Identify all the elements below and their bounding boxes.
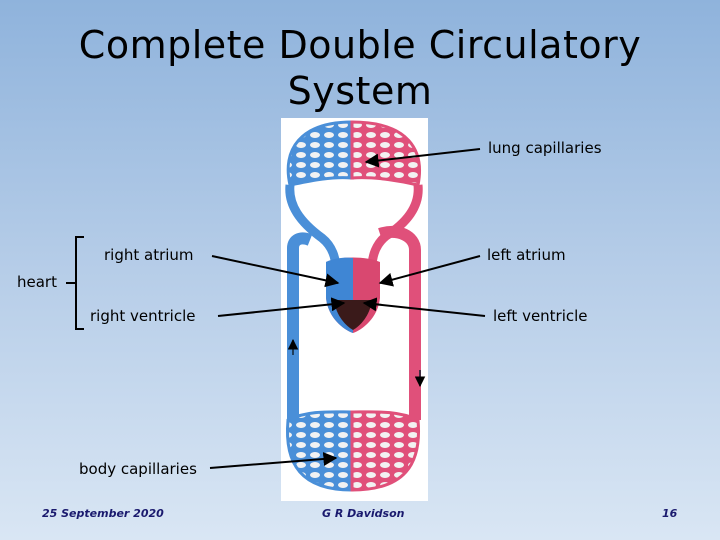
left-atrium-pointer [378,255,481,287]
label-right-atrium: right atrium [104,246,194,264]
label-left-atrium: left atrium [487,246,566,264]
label-lung-capillaries: lung capillaries [488,139,602,157]
footer-author: G R Davidson [322,507,405,520]
aorta [378,226,421,420]
body-capillaries-oxygenated [350,410,421,492]
left-ventricle-pointer [362,297,486,317]
vena-cava [287,232,313,420]
slide-title: Complete Double Circulatory System [60,22,660,114]
lung-capillaries-pointer [364,148,481,168]
lung-capillaries-oxygenated [350,120,421,187]
body-capillaries-pointer [209,452,338,469]
label-right-ventricle: right ventricle [90,307,196,325]
heart-bracket [75,236,84,330]
title-line-2: System [287,69,433,113]
title-line-1: Complete Double Circulatory [78,23,642,67]
label-left-ventricle: left ventricle [493,307,588,325]
footer-date: 25 September 2020 [42,507,164,520]
lung-capillaries-deoxygenated [286,120,354,187]
footer-page-number: 16 [662,507,678,520]
right-atrium-pointer [211,255,340,288]
pulmonary-artery [285,184,341,271]
right-ventricle-pointer [217,297,346,317]
label-body-capillaries: body capillaries [79,460,197,478]
label-heart: heart [17,273,57,291]
